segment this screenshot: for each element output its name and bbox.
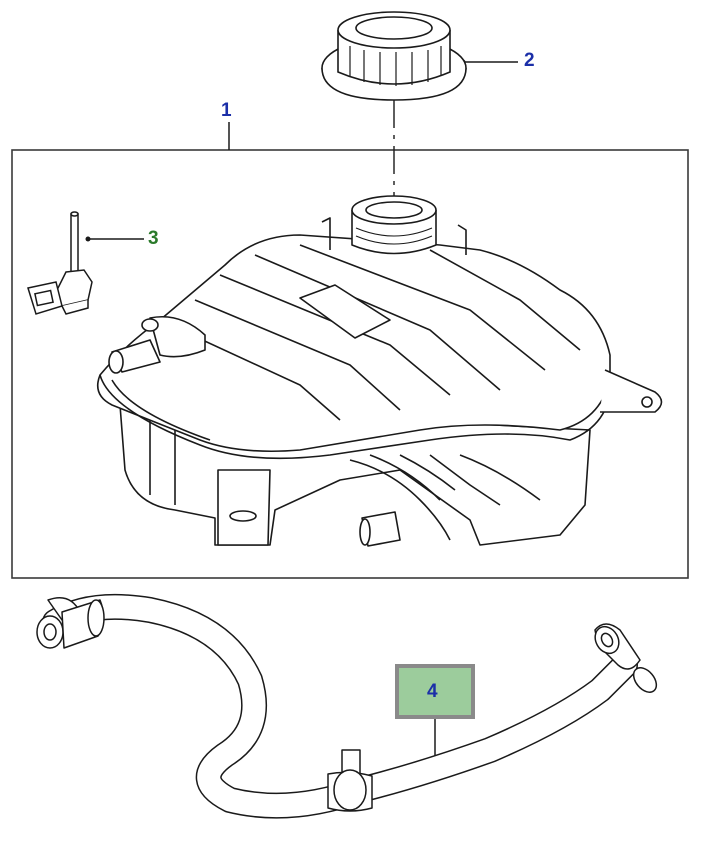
coolant-level-sensor [27, 211, 93, 315]
callout-label-2[interactable]: 2 [524, 50, 535, 71]
coolant-expansion-tank [96, 195, 663, 547]
callout-label-3[interactable]: 3 [148, 228, 159, 249]
callout-label-4[interactable]: 4 [427, 681, 438, 702]
hose-connector-left [36, 597, 105, 649]
callout-4-highlight [395, 664, 475, 719]
coolant-hose [36, 593, 658, 819]
leader-dot-3 [85, 236, 91, 242]
callout-label-1[interactable]: 1 [221, 100, 232, 121]
expansion-tank-cap [321, 11, 467, 101]
hose-connector-right [594, 623, 658, 693]
hose-clip [327, 749, 373, 812]
assembly-frame [11, 149, 689, 579]
